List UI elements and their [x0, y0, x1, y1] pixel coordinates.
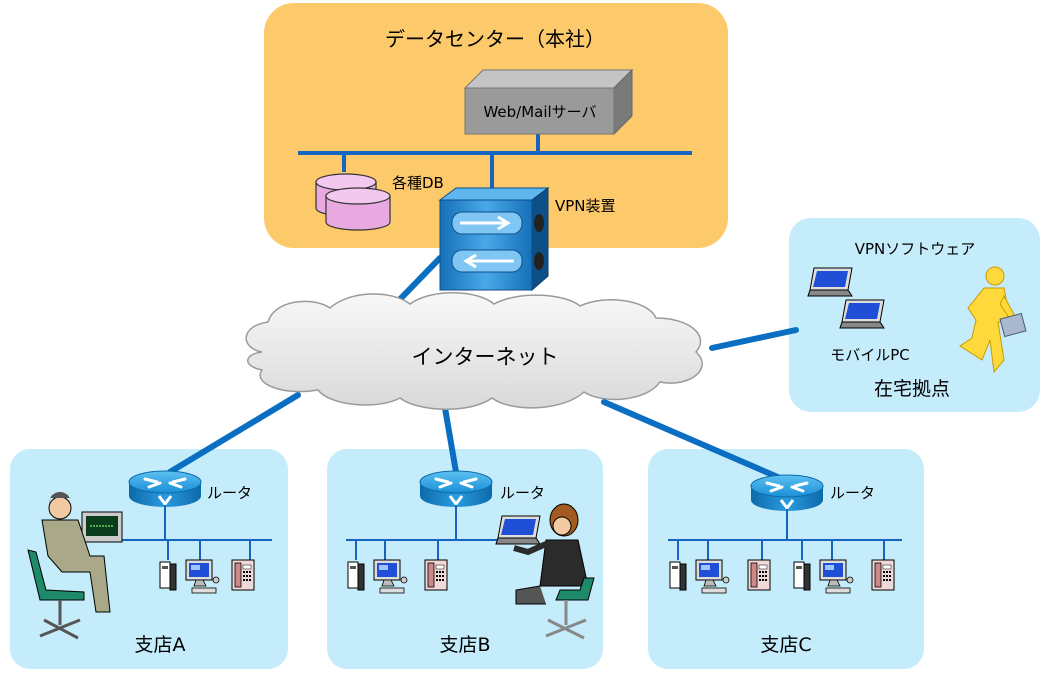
web-mail-server: Web/Mailサーバ — [463, 68, 634, 136]
phone-icon — [747, 559, 771, 591]
database-icon — [315, 173, 391, 231]
router-label: ルータ — [207, 484, 252, 502]
home-site-area — [789, 218, 1040, 412]
mobile-pc-label: モバイルPC — [830, 346, 910, 364]
db-label: 各種DB — [392, 174, 444, 192]
home-site-title: 在宅拠点 — [874, 378, 950, 400]
branch-b-area — [327, 449, 603, 669]
server-tower-icon — [159, 561, 177, 591]
vpn-appliance-icon — [438, 187, 550, 292]
branch-c-title: 支店C — [760, 634, 811, 656]
router-icon — [418, 469, 494, 509]
phone-icon — [424, 559, 448, 591]
link-internet-home — [709, 327, 799, 351]
server-tower-icon — [669, 561, 687, 591]
vpn-label: VPN装置 — [555, 197, 616, 215]
branch-b: ルータ 支店B — [346, 469, 595, 656]
mobile-laptop-icon — [839, 299, 885, 329]
router-label: ルータ — [500, 484, 545, 502]
router-icon — [127, 469, 203, 509]
vpn-software-label: VPNソフトウェア — [855, 240, 976, 258]
router-label: ルータ — [830, 484, 875, 502]
branch-a-title: 支店A — [135, 634, 186, 656]
branch-a: ルータ 支店A — [27, 469, 272, 656]
datacenter-lan — [298, 132, 692, 196]
branch-a-area — [10, 449, 288, 669]
server-tower-icon — [793, 561, 811, 591]
internet-cloud-icon — [245, 292, 703, 410]
datacenter-title: データセンター（本社） — [385, 27, 605, 51]
internet-label: インターネット — [412, 345, 559, 369]
phone-icon — [231, 559, 255, 591]
server-label: Web/Mailサーバ — [483, 103, 596, 121]
walking-person-icon — [959, 266, 1027, 374]
laptop-icon — [807, 267, 853, 297]
link-internet-branch-c — [601, 399, 783, 481]
phone-icon — [871, 559, 895, 591]
office-worker-icon — [27, 491, 123, 640]
branch-c: ルータ 支店C — [668, 473, 902, 656]
link-internet-branch-b — [442, 405, 459, 475]
link-internet-branch-a — [167, 392, 301, 475]
branch-c-area — [648, 449, 924, 669]
wan-links — [167, 255, 799, 481]
branch-b-title: 支店B — [439, 634, 490, 656]
router-icon — [749, 473, 825, 513]
server-tower-icon — [347, 561, 365, 591]
woman-with-laptop-icon — [495, 503, 595, 640]
